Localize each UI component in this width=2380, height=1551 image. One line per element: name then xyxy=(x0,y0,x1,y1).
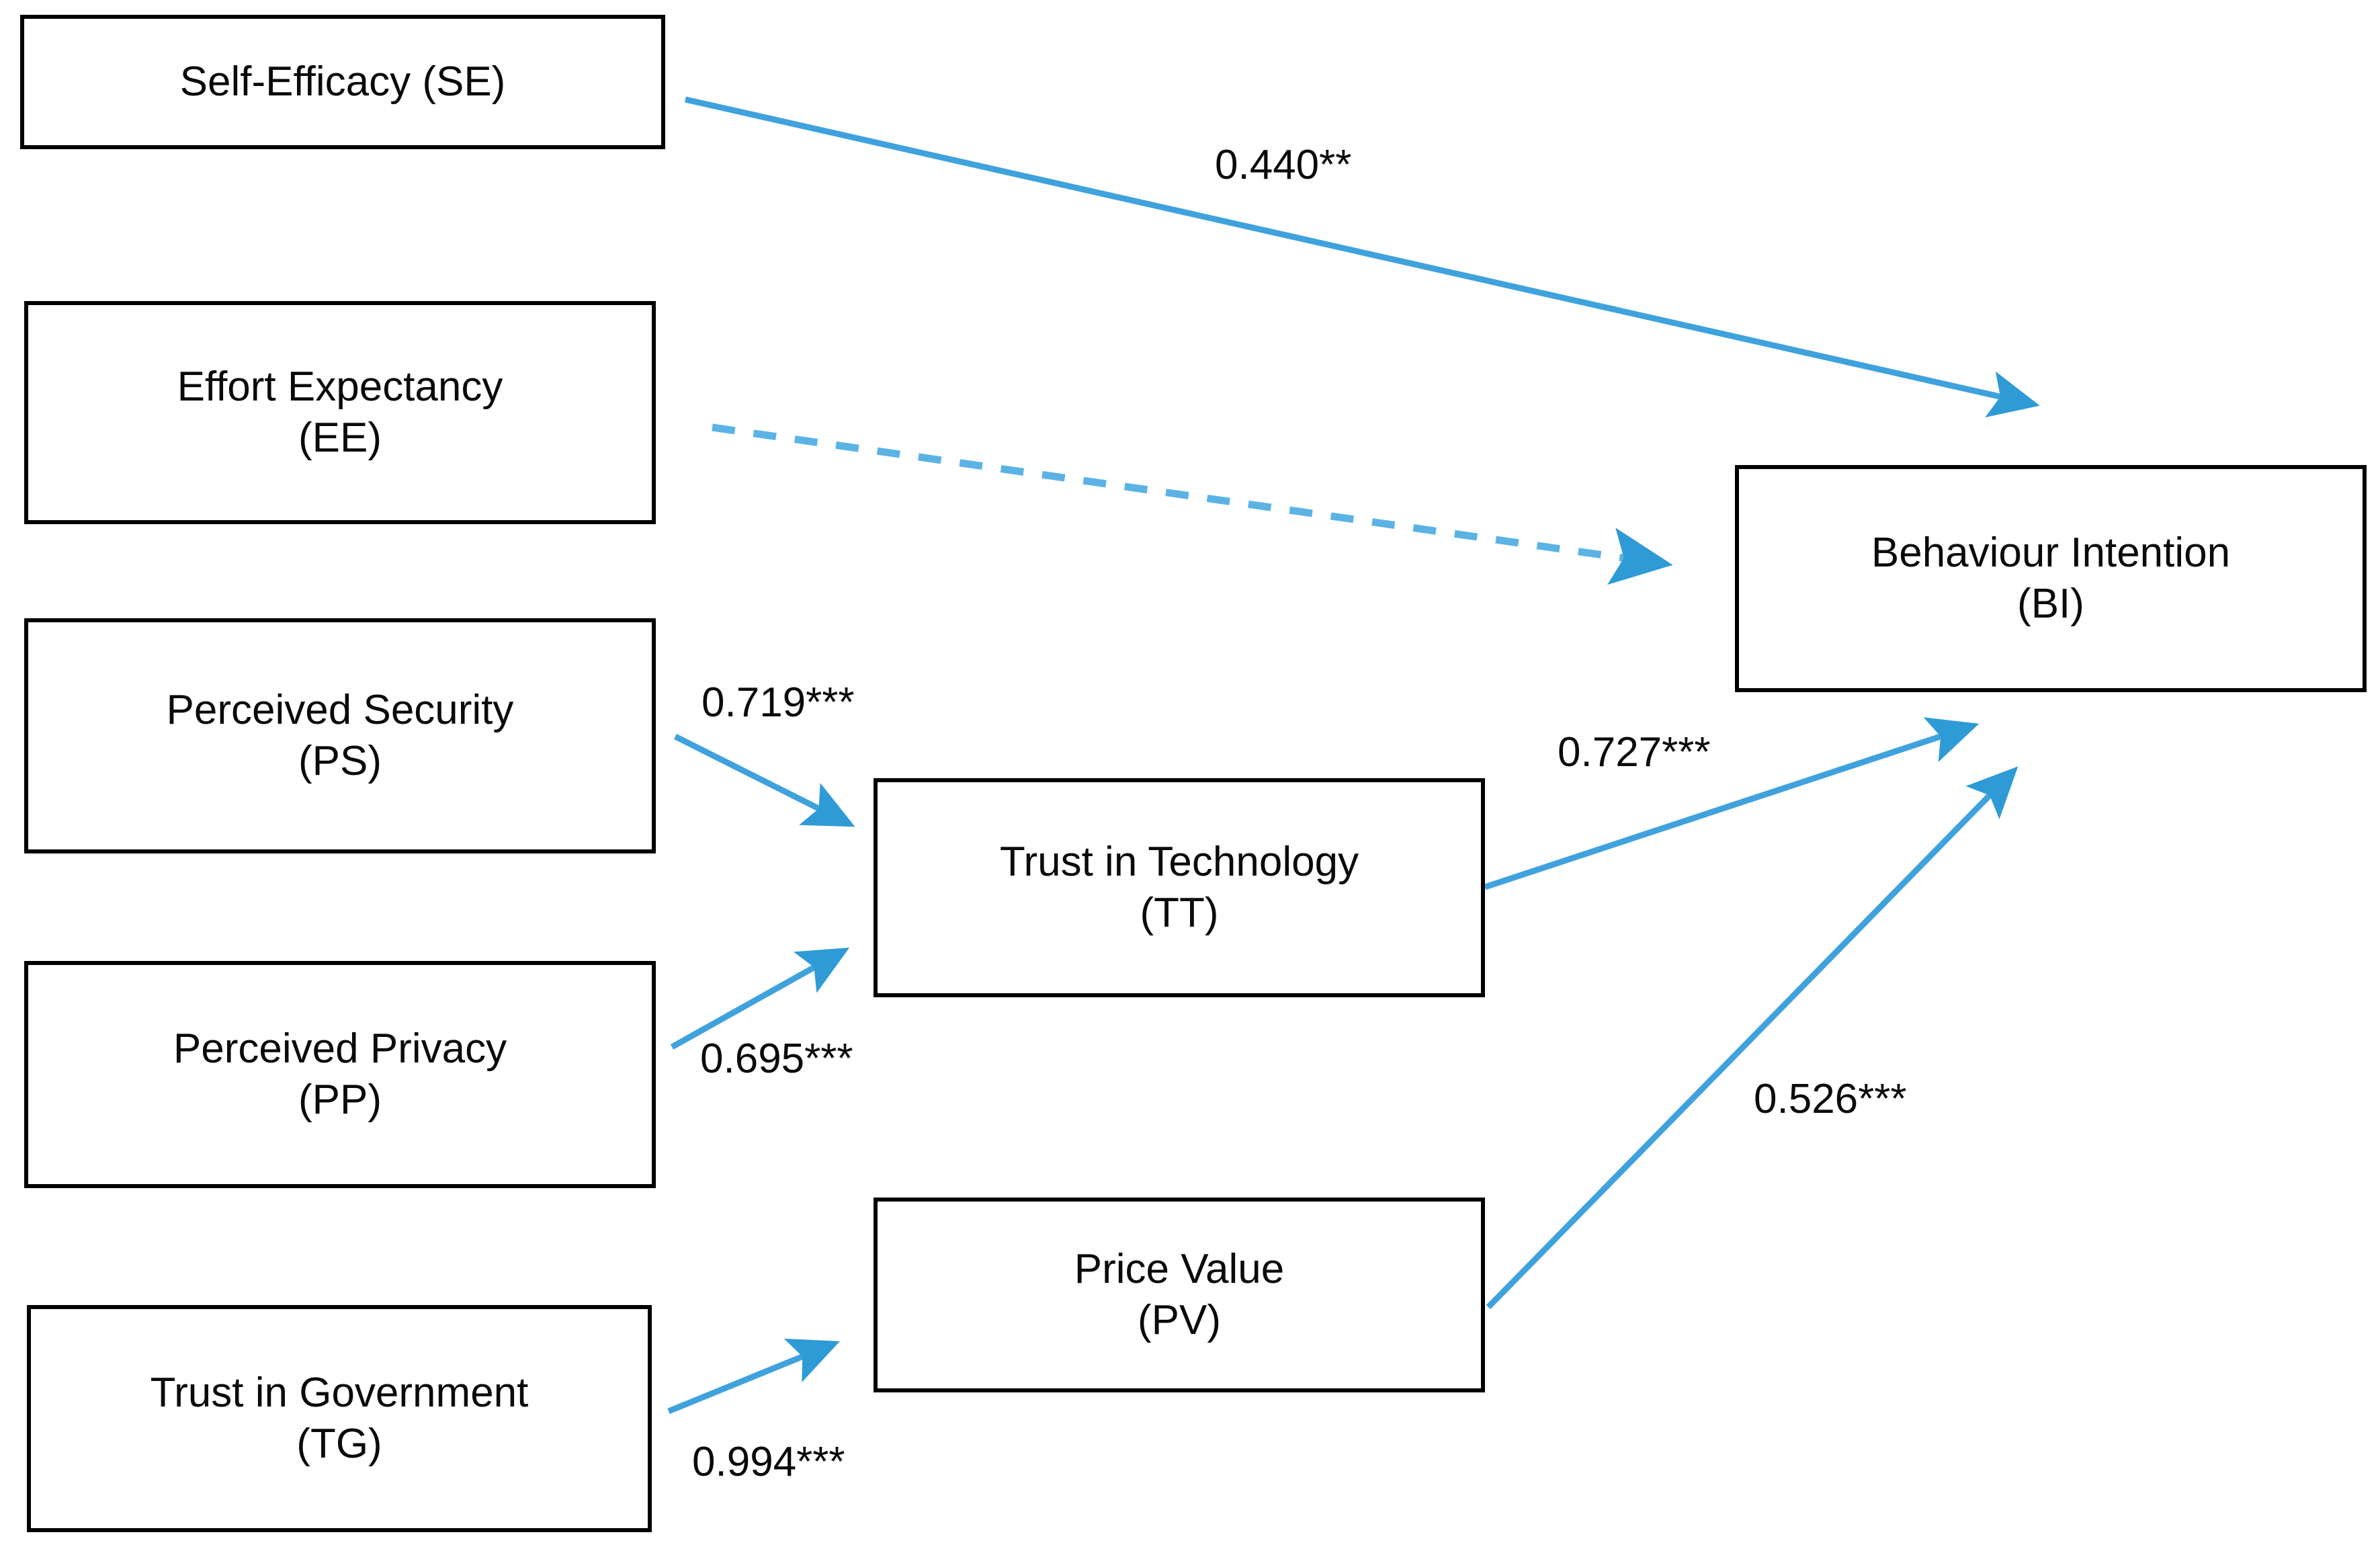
node-behaviour-intention[interactable]: Behaviour Intention (BI) xyxy=(1735,465,2367,692)
edge-tg-pv xyxy=(667,1338,840,1415)
node-label-tg: Trust in Government (TG) xyxy=(150,1370,529,1467)
node-label-tt: Trust in Technology (TT) xyxy=(999,839,1359,936)
node-price-value[interactable]: Price Value (PV) xyxy=(874,1198,1485,1392)
coefficient-tg-pv: 0.994*** xyxy=(692,1439,845,1485)
node-self-efficacy[interactable]: Self-Efficacy (SE) xyxy=(20,15,665,149)
coefficient-pp-tt: 0.695*** xyxy=(700,1036,853,1082)
node-perceived-privacy[interactable]: Perceived Privacy (PP) xyxy=(24,961,656,1188)
edge-pv-bi xyxy=(1486,766,2018,1310)
node-label-se: Self-Efficacy (SE) xyxy=(179,58,506,106)
coefficient-ps-tt: 0.719*** xyxy=(702,679,855,726)
node-label-ee: Effort Expectancy (EE) xyxy=(177,364,503,461)
coefficient-se-bi: 0.440** xyxy=(1215,142,1352,188)
node-label-pv: Price Value (PV) xyxy=(1074,1246,1285,1343)
coefficient-pv-bi: 0.526*** xyxy=(1754,1076,1907,1122)
node-effort-expectancy[interactable]: Effort Expectancy (EE) xyxy=(24,301,656,524)
node-label-bi: Behaviour Intention (BI) xyxy=(1871,530,2231,627)
node-label-pp: Perceived Privacy (PP) xyxy=(173,1025,507,1123)
edge-ee-bi xyxy=(712,423,1673,585)
edge-pp-tt xyxy=(670,948,850,1050)
node-trust-in-technology[interactable]: Trust in Technology (TT) xyxy=(874,778,1485,997)
node-trust-in-government[interactable]: Trust in Government (TG) xyxy=(27,1305,652,1532)
edge-ps-tt xyxy=(673,733,855,827)
node-perceived-security[interactable]: Perceived Security (PS) xyxy=(24,618,656,853)
node-label-ps: Perceived Security (PS) xyxy=(166,687,514,784)
coefficient-tt-bi: 0.727*** xyxy=(1558,729,1711,776)
edge-se-bi xyxy=(685,96,2040,418)
